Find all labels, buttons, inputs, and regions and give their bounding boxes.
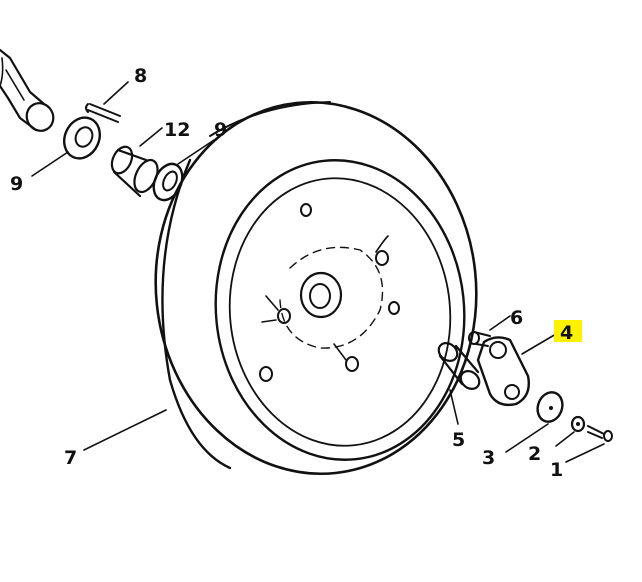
- callout-6: 6: [510, 307, 523, 329]
- callout-2: 2: [528, 443, 541, 465]
- washer-3: [536, 391, 564, 423]
- callout-4: 4: [560, 322, 573, 344]
- leader-8: [103, 81, 129, 105]
- callout-5: 5: [452, 429, 465, 451]
- callout-9-top: 9: [214, 119, 227, 141]
- callout-9-left: 9: [10, 173, 23, 195]
- washer-9-left: [63, 116, 101, 160]
- bolt-1: [587, 425, 613, 442]
- highlight-box: [554, 320, 582, 342]
- leader-3: [505, 423, 549, 453]
- leader-7: [83, 409, 167, 451]
- callout-7: 7: [64, 447, 77, 469]
- arm-4: [476, 336, 530, 407]
- sleeve-5: [437, 342, 481, 390]
- leader-9-left: [31, 151, 69, 177]
- leader-6: [489, 315, 511, 331]
- leader-12: [139, 127, 163, 147]
- callout-12: 12: [164, 119, 190, 141]
- nut-2: [570, 415, 586, 433]
- callout-8: 8: [134, 65, 147, 87]
- leader-1: [565, 443, 605, 463]
- leader-2: [555, 431, 575, 447]
- leader-9-top: [177, 139, 215, 165]
- cotter-pin-8: [85, 103, 121, 123]
- bushing-12: [110, 145, 159, 198]
- leader-4: [521, 333, 557, 355]
- wheel-7: [154, 100, 478, 476]
- axle-shaft: [0, 48, 55, 132]
- callout-1: 1: [550, 459, 563, 481]
- leader-5: [449, 389, 459, 425]
- callout-3: 3: [482, 447, 495, 469]
